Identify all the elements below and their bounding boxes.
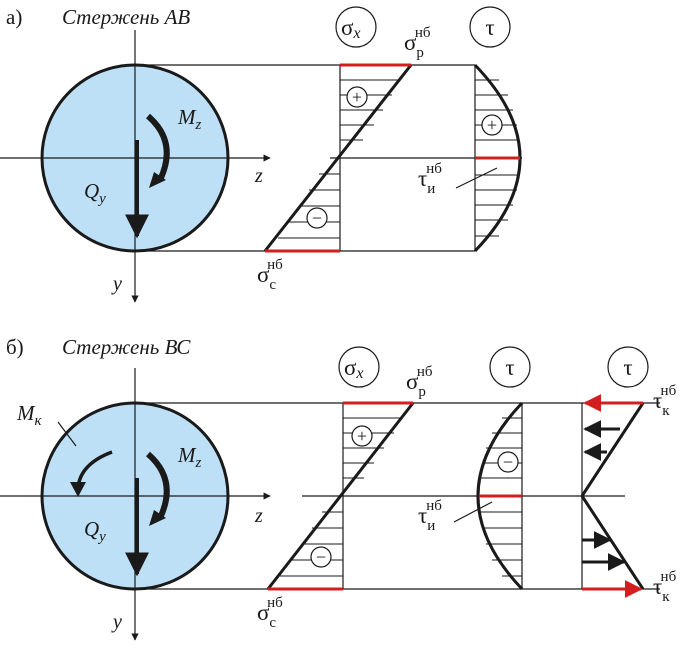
plus-sign-circle [346, 86, 368, 108]
sigma-diagram-line [266, 402, 415, 590]
sigma-header-label: σx [344, 355, 364, 382]
part-b-title: Стержень ВС [62, 335, 191, 359]
torque-label: Mк [16, 401, 43, 429]
bending-moment-arrow [145, 113, 170, 182]
sigma-compression-label: σснб [257, 595, 283, 631]
y-axis-label: y [111, 611, 122, 633]
sigma-header-label: σx [341, 15, 361, 42]
tau-minus-sign: − [503, 452, 513, 472]
tau-q-diagram-parabola [476, 401, 524, 591]
torque-leader [57, 421, 77, 447]
minus-sign-circle [310, 546, 332, 568]
sigma-header-circle [338, 346, 380, 388]
sigma-tension-label: σрнб [404, 25, 431, 61]
bending-moment-arrowhead [149, 172, 166, 188]
tau-k-bottom-label: τкнб [653, 569, 677, 605]
tau-max-label: τинб [418, 498, 442, 534]
minus-sign: − [312, 208, 322, 228]
plus-sign-circle [351, 425, 373, 447]
tau-header-label: τ [485, 15, 494, 40]
shear-force-label: Qy [84, 179, 106, 207]
part-a-label: а) [6, 5, 22, 29]
tau-max-label: τинб [418, 161, 442, 197]
tau-k-header-label: τ [623, 355, 632, 380]
tau-k-top-label: τкнб [653, 383, 677, 419]
part-a-title: Стержень АВ [62, 5, 190, 29]
sigma-compression-label: σснб [257, 257, 283, 293]
minus-sign: − [316, 547, 326, 567]
z-axis-label: z [254, 165, 263, 187]
tau-k-lower-line [580, 495, 645, 590]
torque-arrowhead [70, 482, 86, 497]
sigma-tension-label: σрнб [406, 364, 433, 400]
part-b: б) Стержень ВС z y Qy Mz Mк [0, 335, 677, 641]
part-a: а) Стержень АВ z y Qy Mz [0, 5, 522, 303]
part-b-label: б) [6, 335, 24, 359]
tau-k-header-circle [607, 346, 649, 388]
tau-max-leader [453, 501, 493, 523]
tau-max-leader [455, 167, 498, 189]
plus-sign: + [357, 426, 367, 446]
tau-q-header-circle [489, 346, 531, 388]
minus-sign-circle [306, 207, 328, 229]
bending-moment-label: Mz [177, 105, 202, 133]
tau-header-circle [469, 6, 511, 48]
bending-moment-arrowhead [149, 510, 166, 526]
tau-minus-circle [497, 451, 519, 473]
z-axis-label: z [254, 505, 263, 527]
y-axis-label: y [111, 273, 122, 295]
bending-moment-label: Mz [177, 443, 202, 471]
shear-force-label: Qy [84, 517, 106, 545]
sigma-header-circle [335, 6, 377, 48]
plus-sign: + [352, 87, 362, 107]
tau-q-header-label: τ [505, 355, 514, 380]
sigma-diagram-line [263, 64, 413, 252]
bending-moment-arrow [145, 451, 170, 520]
tau-k-upper-line [580, 402, 645, 497]
tau-plus-sign: + [487, 115, 497, 135]
tau-plus-circle [481, 114, 503, 136]
